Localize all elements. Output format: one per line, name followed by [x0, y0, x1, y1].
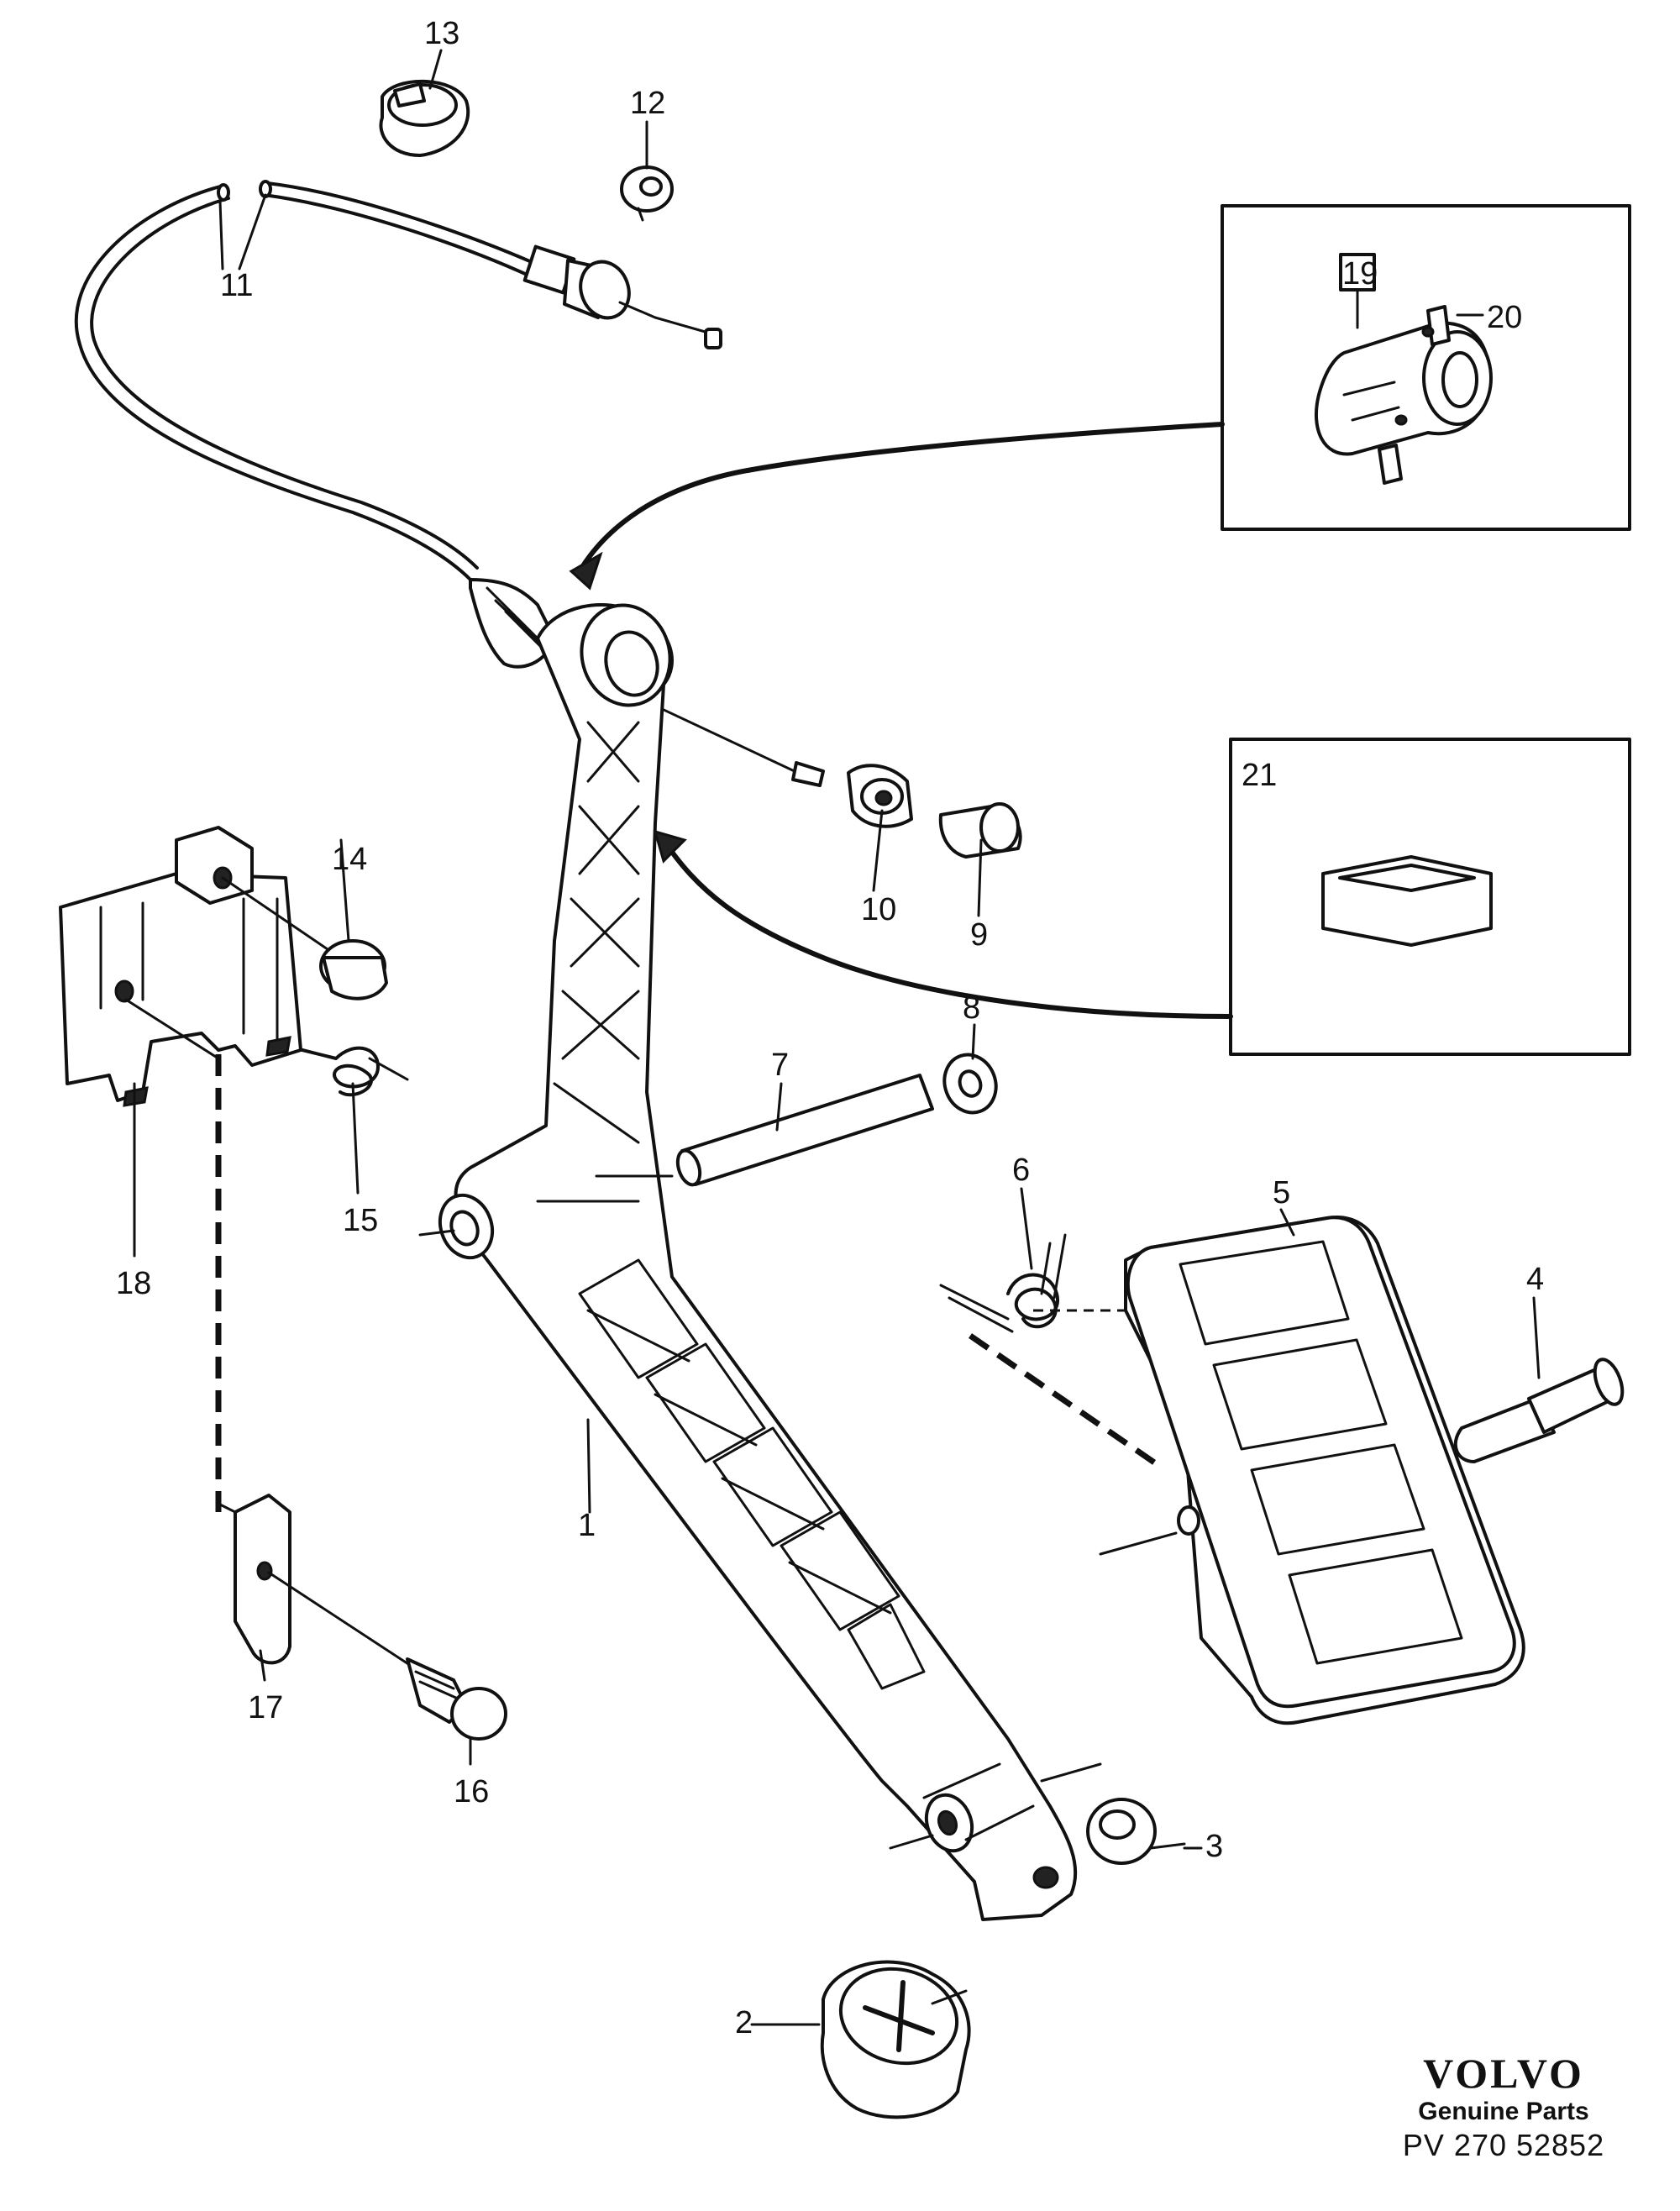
- pedal-pad: [1099, 1216, 1525, 1725]
- callout-numbers: 1 2 3 4 5 6 7 8 9 10 11 12 13 14 15 16 1…: [116, 16, 1544, 2040]
- brand-subtitle: Genuine Parts: [1418, 2098, 1589, 2125]
- mounting-bracket: [59, 826, 302, 1107]
- callout-6: 6: [1012, 1153, 1030, 1188]
- callout-10: 10: [861, 892, 896, 927]
- callout-9: 9: [970, 917, 988, 953]
- clip-12: [620, 165, 674, 222]
- callout-2: 2: [735, 2005, 753, 2040]
- clip-13: [379, 79, 470, 157]
- callout-4: 4: [1526, 1262, 1544, 1297]
- callout-19: 19: [1342, 256, 1378, 291]
- detail-box-19-20: [569, 204, 1631, 591]
- leader-lines: [133, 49, 1541, 2026]
- callout-5: 5: [1273, 1175, 1290, 1211]
- buffer-3: [1086, 1798, 1186, 1865]
- callout-15: 15: [343, 1203, 378, 1238]
- spring-15: [301, 1046, 409, 1097]
- callout-13: 13: [424, 16, 459, 51]
- callout-3: 3: [1205, 1829, 1223, 1864]
- pedal-spring: [939, 1233, 1161, 1468]
- callout-7: 7: [771, 1048, 789, 1083]
- detail-box-21: [653, 738, 1631, 1056]
- brand-block: VOLVO Genuine Parts PV 270 52852: [1378, 2050, 1630, 2164]
- pivot-rod: [675, 1053, 998, 1187]
- callout-17: 17: [248, 1690, 283, 1725]
- callout-21: 21: [1242, 758, 1277, 793]
- callout-11: 11: [220, 268, 253, 303]
- bushings-9-10: [847, 764, 1022, 859]
- callout-1: 1: [578, 1508, 596, 1543]
- volvo-logo: VOLVO: [1423, 2050, 1584, 2097]
- grommet-2: [820, 1960, 971, 2119]
- diagram-code: PV 270 52852: [1402, 2128, 1605, 2162]
- callout-16: 16: [454, 1774, 489, 1809]
- callout-18: 18: [116, 1266, 151, 1301]
- bolt-16: [267, 1571, 507, 1741]
- pad-14: [221, 876, 388, 1000]
- throttle-cable: [74, 180, 825, 787]
- pedal-arm: [418, 603, 1102, 1921]
- callout-20: 20: [1487, 300, 1522, 335]
- callout-12: 12: [630, 86, 665, 121]
- callout-14: 14: [332, 842, 367, 877]
- pedal-pin: [1453, 1358, 1625, 1463]
- clip-17: [217, 1494, 291, 1665]
- callout-8: 8: [963, 990, 980, 1026]
